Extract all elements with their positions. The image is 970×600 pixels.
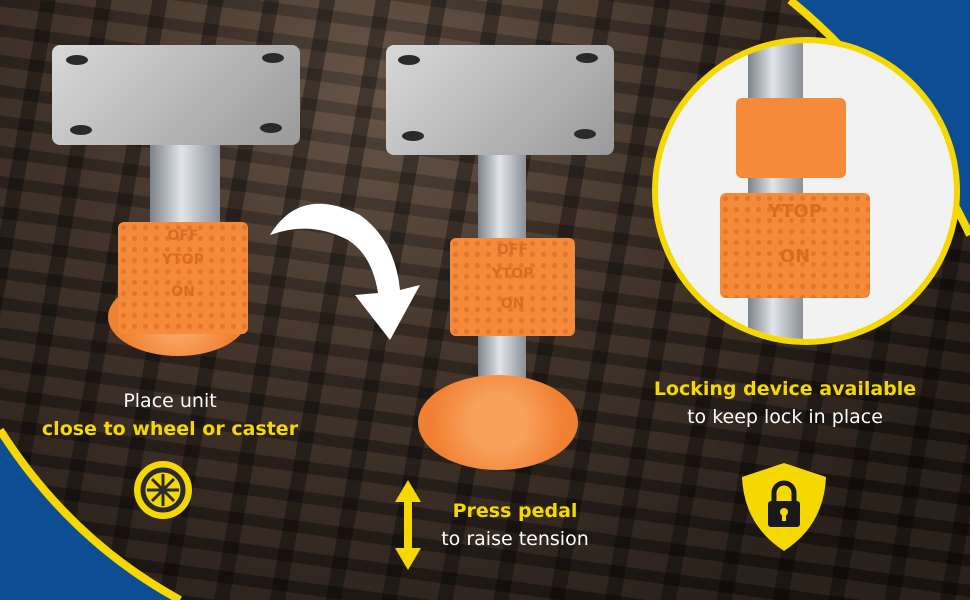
caption-left-line2: close to wheel or caster	[41, 418, 299, 440]
caption-right-line1: Locking device available	[653, 378, 917, 400]
blue-corner-bottom-left	[0, 430, 180, 600]
locking-device-closeup: YTOP ON	[652, 37, 960, 345]
caption-right: Locking device available to keep lock in…	[630, 375, 940, 431]
caption-right-line2: to keep lock in place	[687, 406, 883, 428]
pedal-brand-label: YTOP	[162, 252, 204, 268]
pedal-on-label: ON	[171, 284, 195, 300]
pedal-on-label: ON	[779, 246, 811, 267]
pedal-on-label: ON	[500, 296, 525, 312]
pedal-brand-label: YTOP	[768, 201, 822, 222]
wheel-icon	[134, 461, 192, 519]
curved-arrow-icon	[270, 203, 420, 340]
shield-lock-icon	[742, 463, 826, 551]
pedal-brand-label: YTOP	[491, 266, 534, 282]
blue-corner-top-right	[790, 0, 970, 235]
caption-center: Press pedal to raise tension	[425, 497, 605, 553]
caption-left-line1: Place unit	[123, 390, 217, 412]
up-down-arrow-icon	[395, 480, 421, 570]
yellow-arc-bottom-left	[0, 427, 182, 600]
caption-left: Place unit close to wheel or caster	[20, 387, 320, 443]
pedal-off-label: OFF	[167, 228, 199, 244]
caption-center-line1: Press pedal	[452, 500, 578, 522]
caption-center-line2: to raise tension	[441, 528, 589, 550]
pedal-off-label: OFF	[496, 242, 529, 258]
